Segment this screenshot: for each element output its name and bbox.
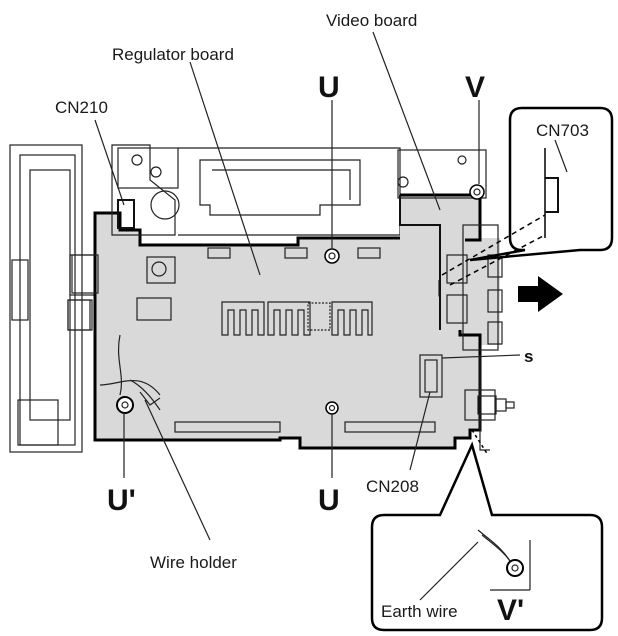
top-shield-bracket [111, 144, 401, 236]
earth-wire-label: Earth wire [381, 602, 458, 621]
left-chassis-frame [9, 144, 96, 453]
screw-label-u-top: U [318, 71, 340, 104]
screw-label-u-prime: U' [107, 484, 136, 517]
regulator-board-label: Regulator board [112, 45, 234, 64]
screw-icon [325, 401, 339, 415]
regulator-components [67, 199, 443, 433]
screw-icon [324, 248, 340, 264]
cn703-label: CN703 [536, 121, 589, 140]
video-board [397, 149, 487, 330]
screw-label-v-prime: V' [497, 594, 524, 627]
earth-wire-callout [370, 429, 604, 632]
screw-icon [469, 184, 485, 200]
regulator-board-outline [93, 211, 482, 450]
screw-label-u-bottom: U [318, 484, 340, 517]
cn703-callout [441, 106, 614, 286]
right-arrow-icon [518, 276, 563, 312]
screw-icon [116, 396, 134, 414]
cn208-label: CN208 [366, 477, 419, 496]
leader-lines [94, 31, 521, 541]
wire-holder [129, 379, 161, 411]
s-label: s [524, 347, 533, 366]
video-board-label: Video board [326, 11, 417, 30]
wire-holder-label: Wire holder [150, 553, 237, 572]
screw-label-v-top: V [465, 71, 485, 104]
cn210-label: CN210 [55, 98, 108, 117]
